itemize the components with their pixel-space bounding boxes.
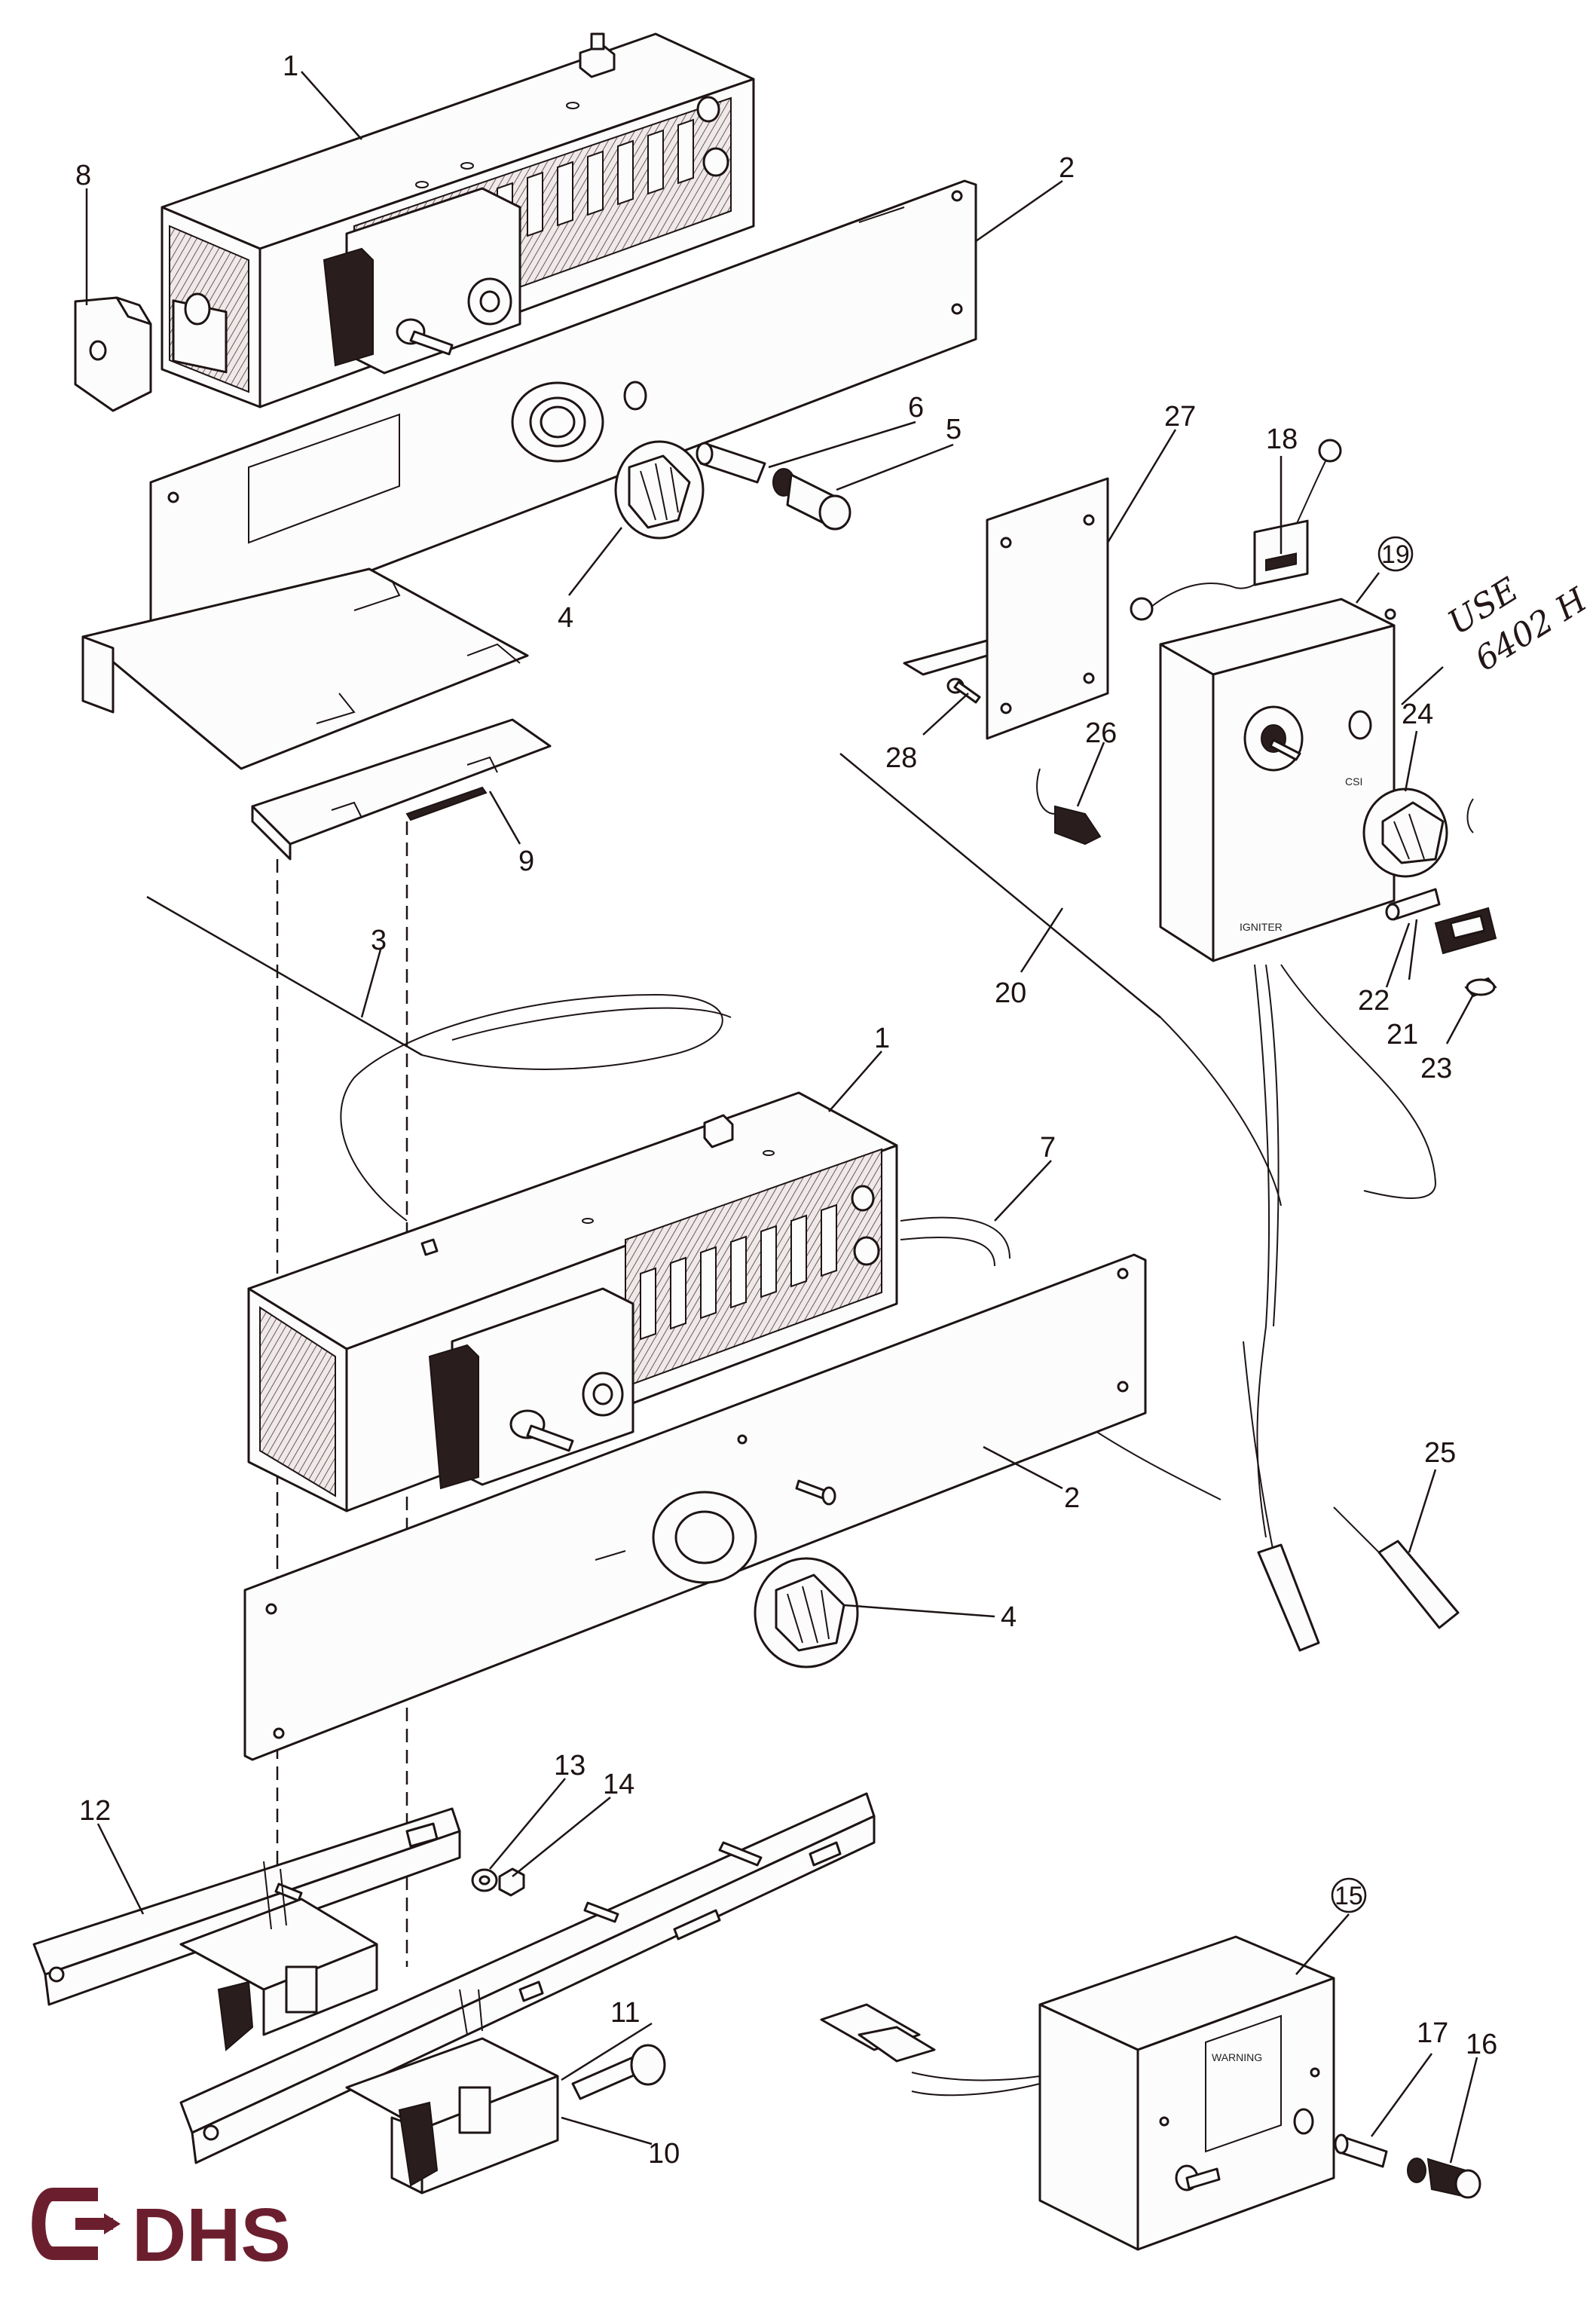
part-1-upper-heater-box (161, 32, 755, 408)
control-box-brand: CSI (1345, 775, 1362, 788)
callout-25: 25 (1424, 1437, 1456, 1469)
part-9-plate (251, 718, 552, 861)
callout-7: 7 (1040, 1132, 1056, 1164)
callout-3: 3 (371, 925, 387, 956)
part-23-lamp (1464, 977, 1497, 998)
part-18-earth-lead (1130, 439, 1342, 621)
part-19-control-box: CSI IGNITER (1159, 519, 1396, 962)
part-25-thermocouple (1243, 1341, 1460, 1652)
callout-1a: 1 (283, 50, 298, 82)
part-26-connector (1036, 768, 1102, 846)
part-14-nut (498, 1867, 525, 1897)
control-box-igniter-label: IGNITER (1240, 921, 1283, 933)
handwritten-note: USE 6402 H (1442, 570, 1595, 679)
callout-5: 5 (946, 414, 962, 445)
callout-17: 17 (1417, 2017, 1448, 2049)
callout-22: 22 (1358, 985, 1390, 1017)
callout-19: 19 (1381, 540, 1410, 569)
rail-studs (274, 1841, 763, 1923)
part-28-screw (946, 677, 981, 704)
callout-13: 13 (554, 1750, 586, 1782)
callout-8: 8 (75, 160, 91, 191)
callout-9: 9 (518, 846, 534, 877)
callout-11: 11 (610, 1997, 640, 2029)
part-11-igniter (459, 1989, 666, 2100)
part-15-warning-box: WARNING (820, 1935, 1335, 2251)
callout-26: 26 (1085, 717, 1117, 749)
callout-16: 16 (1466, 2029, 1497, 2060)
part-22-fuse (1385, 888, 1441, 921)
callout-15-circle (1331, 1877, 1367, 1913)
callout-27: 27 (1164, 401, 1196, 433)
callout-21: 21 (1387, 1019, 1418, 1051)
callout-19-circle (1377, 536, 1414, 572)
callouts: 1 2 3 4 5 6 8 9 1 2 4 7 10 11 12 13 14 1… (75, 50, 1497, 2170)
panel-screw (795, 1479, 836, 1506)
upper-mounting-bracket (81, 567, 529, 770)
callout-12: 12 (79, 1795, 111, 1827)
part-4-lower-knob (754, 1557, 859, 1668)
part-13-washer (471, 1868, 498, 1892)
part-2-lower-front-panel (243, 1253, 1147, 1761)
part-6-fuse (696, 442, 766, 484)
part-5-fuse-cap (772, 468, 852, 531)
callout-14: 14 (603, 1769, 634, 1800)
warning-label: WARNING (1212, 2051, 1262, 2063)
callout-4a: 4 (558, 602, 573, 634)
part-24-thermostat-knob (1362, 788, 1474, 878)
callout-23: 23 (1420, 1053, 1452, 1084)
part-4-upper-knob (614, 440, 705, 540)
dhs-logo-text: DHS (132, 2193, 291, 2277)
callout-2a: 2 (1059, 152, 1075, 184)
part-2-upper-front-panel (149, 179, 977, 653)
left-valve-assembly (179, 1861, 378, 2051)
callout-1b: 1 (874, 1023, 890, 1054)
part-1-lower-heater-box (247, 1091, 898, 1512)
callout-15: 15 (1335, 1882, 1363, 1910)
callout-18: 18 (1266, 424, 1298, 455)
callout-6: 6 (908, 392, 924, 424)
part-16-fuse-cap (1407, 2158, 1481, 2199)
part-27-mounting-plate (903, 477, 1109, 740)
leader-lines (85, 71, 1478, 2164)
dhs-logo: DHS (32, 2188, 291, 2277)
part-7-cable (900, 1216, 1221, 1500)
callout-24: 24 (1402, 699, 1433, 730)
part-17-fuse (1334, 2133, 1388, 2168)
callout-4b: 4 (1001, 1601, 1017, 1633)
callout-2b: 2 (1064, 1482, 1080, 1514)
lower-angle-rail (179, 1792, 876, 2164)
callout-10: 10 (648, 2138, 680, 2170)
callout-20: 20 (995, 977, 1026, 1009)
part-20-probe (839, 753, 1437, 1538)
part-21-switch (1434, 907, 1497, 955)
part-10-valve-body (345, 2037, 559, 2194)
callout-28: 28 (885, 742, 917, 774)
part-8-end-cap (74, 296, 152, 412)
part-3-capillary-probe (146, 895, 732, 1222)
